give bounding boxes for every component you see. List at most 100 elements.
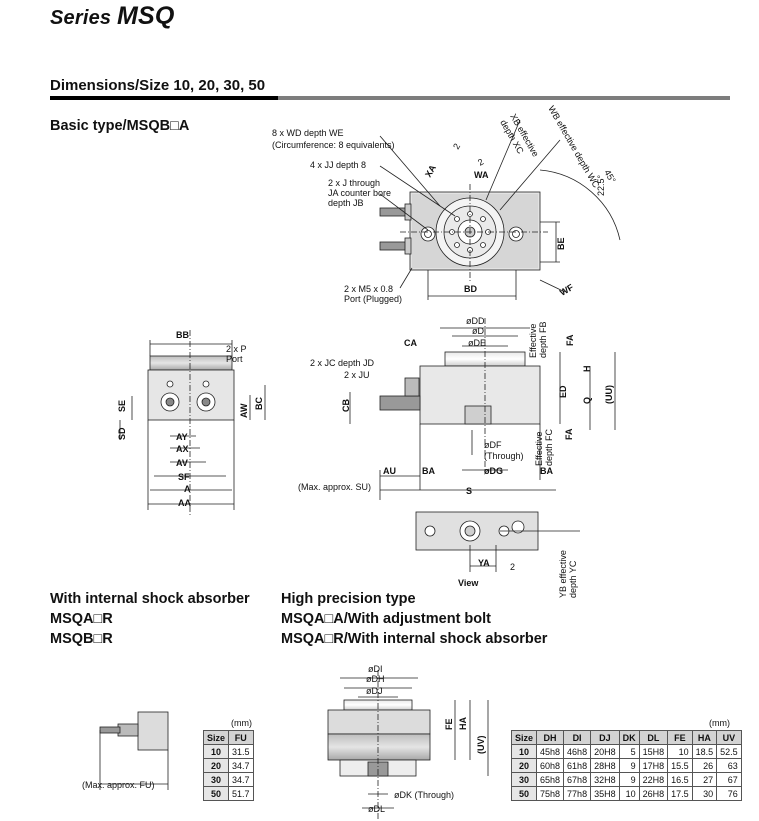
label-se: SE bbox=[117, 400, 127, 412]
table-cell: 15H8 bbox=[638, 744, 669, 759]
table-size-cell: 20 bbox=[202, 758, 230, 773]
label-port: Port bbox=[226, 354, 243, 364]
table-size-cell: 30 bbox=[202, 772, 230, 787]
precision-heading: High precision type bbox=[281, 591, 416, 607]
table-cell: 16.5 bbox=[667, 772, 693, 787]
table-cell: 51.7 bbox=[228, 786, 254, 801]
label-bc: BC bbox=[254, 397, 264, 410]
table-cell: 45h8 bbox=[536, 744, 565, 759]
label-xa: XA bbox=[423, 163, 438, 179]
label-ya: YA bbox=[478, 558, 490, 568]
lower-drawing-labels: (Max. approx. FU) øDI øDH øDJ FE HA (UV)… bbox=[82, 664, 486, 814]
label-ba-left: BA bbox=[422, 466, 435, 476]
table-cell: 34.7 bbox=[228, 758, 254, 773]
label-cb: CB bbox=[341, 399, 351, 412]
table-cell: 22H8 bbox=[638, 772, 669, 787]
dim-header-dl: DL bbox=[638, 730, 669, 745]
label-wa: WA bbox=[474, 170, 489, 180]
label-sf: SF bbox=[178, 472, 190, 482]
table-cell: 77h8 bbox=[563, 786, 592, 801]
basic-type-heading: Basic type/MSQB□A bbox=[50, 118, 190, 134]
label-a: A bbox=[184, 484, 191, 494]
dim-header-dk: DK bbox=[618, 730, 640, 745]
table-cell: 46h8 bbox=[563, 744, 592, 759]
dim-table-unit: (mm) bbox=[709, 718, 730, 728]
label-bd: BD bbox=[464, 284, 477, 294]
label-uu: (UU) bbox=[604, 385, 614, 404]
fu-table-unit: (mm) bbox=[231, 718, 252, 728]
table-cell: 52.5 bbox=[716, 744, 742, 759]
precision-model-a: MSQA□A/With adjustment bolt bbox=[281, 611, 492, 627]
shock-model-a: MSQA□R bbox=[50, 611, 113, 627]
table-cell: 35H8 bbox=[590, 786, 620, 801]
series-prefix: Series bbox=[50, 7, 118, 29]
label-ay: AY bbox=[176, 432, 188, 442]
label-ax: AX bbox=[176, 444, 189, 454]
dim-header-dj: DJ bbox=[590, 730, 620, 745]
label-ha: HA bbox=[458, 717, 468, 730]
table-cell: 15.5 bbox=[667, 758, 693, 773]
table-cell: 26H8 bbox=[638, 786, 669, 801]
label-ja-counterbore: JA counter bore bbox=[328, 188, 391, 198]
table-size-cell: 30 bbox=[510, 772, 538, 787]
label-fc-effective: Effective bbox=[534, 432, 544, 466]
label-dj: øDJ bbox=[366, 686, 383, 696]
table-size-cell: 10 bbox=[202, 744, 230, 759]
table-size-cell: 50 bbox=[202, 786, 230, 801]
label-df: øDF bbox=[484, 440, 502, 450]
label-fu: (Max. approx. FU) bbox=[82, 780, 155, 790]
label-df-through: (Through) bbox=[484, 451, 524, 461]
side-view-labels: øDD øD øDE 2 x JC depth JD CA 2 x JU CB … bbox=[298, 316, 614, 496]
table-cell: 63 bbox=[716, 758, 742, 773]
view-detail bbox=[415, 511, 580, 572]
fu-header-fu: FU bbox=[228, 730, 254, 745]
table-cell: 75h8 bbox=[536, 786, 565, 801]
label-fb-effective: Effective bbox=[528, 324, 538, 358]
table-size-cell: 10 bbox=[510, 744, 538, 759]
table-cell: 9 bbox=[618, 772, 640, 787]
label-two-a: 2 bbox=[451, 142, 462, 151]
series-model: MSQ bbox=[117, 2, 175, 30]
series-title: Series MSQ bbox=[50, 2, 175, 31]
label-wf: WF bbox=[558, 282, 576, 298]
view-labels: YA 2 YB effective depth YC View bbox=[458, 550, 578, 598]
label-jc: 2 x JC depth JD bbox=[310, 358, 375, 368]
table-cell: 34.7 bbox=[228, 772, 254, 787]
high-precision-drawing bbox=[327, 670, 489, 820]
label-ca: CA bbox=[404, 338, 417, 348]
table-cell: 65h8 bbox=[536, 772, 565, 787]
label-h: H bbox=[582, 366, 592, 373]
table-cell: 28H8 bbox=[590, 758, 620, 773]
dim-header-fe: FE bbox=[667, 730, 693, 745]
label-jj: 4 x JJ depth 8 bbox=[310, 160, 366, 170]
label-two-b: 2 bbox=[476, 157, 485, 168]
label-22-5deg: 22.5° bbox=[596, 174, 606, 196]
label-ba-right: BA bbox=[540, 466, 553, 476]
label-dk: øDK (Through) bbox=[394, 790, 454, 800]
label-circumference: (Circumference: 8 equivalents) bbox=[272, 140, 395, 150]
label-dh: øDH bbox=[366, 674, 385, 684]
table-cell: 5 bbox=[618, 744, 640, 759]
label-uv: (UV) bbox=[476, 736, 486, 755]
label-j-through: 2 x J through bbox=[328, 178, 380, 188]
label-ya-two: 2 bbox=[510, 562, 515, 572]
table-cell: 18.5 bbox=[691, 744, 718, 759]
table-cell: 61h8 bbox=[563, 758, 592, 773]
label-ju: 2 x JU bbox=[344, 370, 370, 380]
label-wd: 8 x WD depth WE bbox=[272, 128, 344, 138]
label-de: øDE bbox=[468, 338, 486, 348]
table-cell: 26 bbox=[691, 758, 718, 773]
side-view bbox=[349, 318, 616, 500]
table-cell: 60h8 bbox=[536, 758, 565, 773]
table-cell: 9 bbox=[618, 758, 640, 773]
section-rule-accent bbox=[50, 96, 278, 100]
label-fb-depth: depth FB bbox=[538, 321, 548, 358]
shock-heading: With internal shock absorber bbox=[50, 591, 250, 607]
